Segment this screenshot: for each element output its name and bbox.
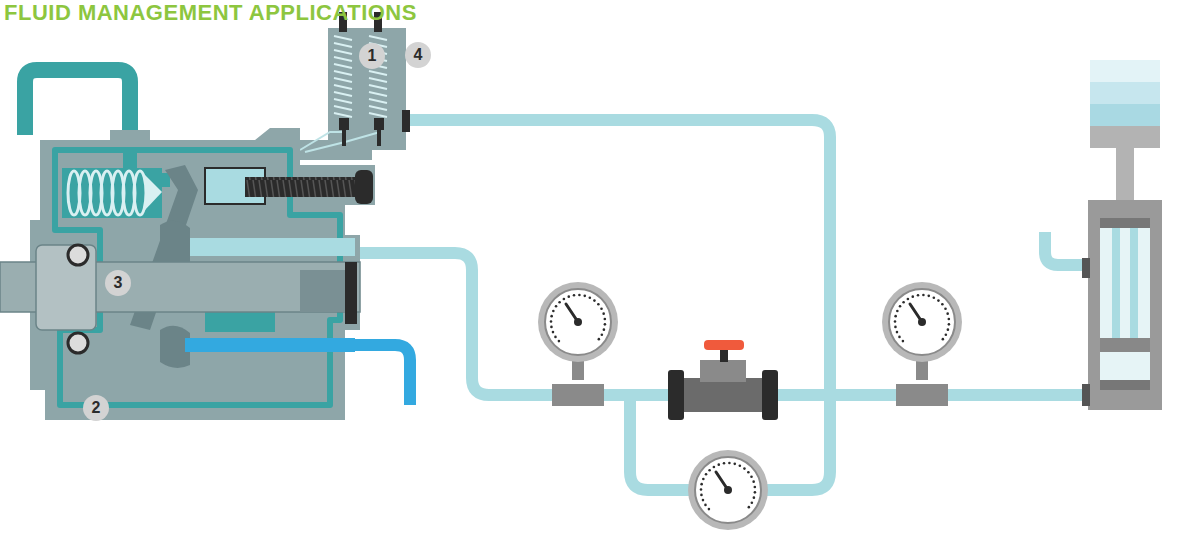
callout-number: 1 [359,43,385,69]
adjusting-screw [245,177,365,197]
return-line [190,345,410,405]
regulator-block [285,28,406,160]
callout-label: 3 [114,274,123,292]
callout-label: 4 [414,46,423,64]
pressure-gauge [538,282,618,406]
hydraulic-cylinder [1082,60,1162,410]
callout-label: 2 [92,399,101,417]
piston [180,238,355,256]
callout-number: 4 [405,42,431,68]
callout-label: 1 [368,47,377,65]
callout-number: 3 [105,270,131,296]
callout-number: 2 [83,395,109,421]
port [402,110,410,132]
pilot-line [300,132,380,152]
pressure-gauge [882,282,962,406]
page-title: FLUID MANAGEMENT APPLICATIONS [4,0,417,26]
pressure-gauge [688,450,768,530]
needle-valve [668,340,778,420]
bearing [36,245,96,330]
